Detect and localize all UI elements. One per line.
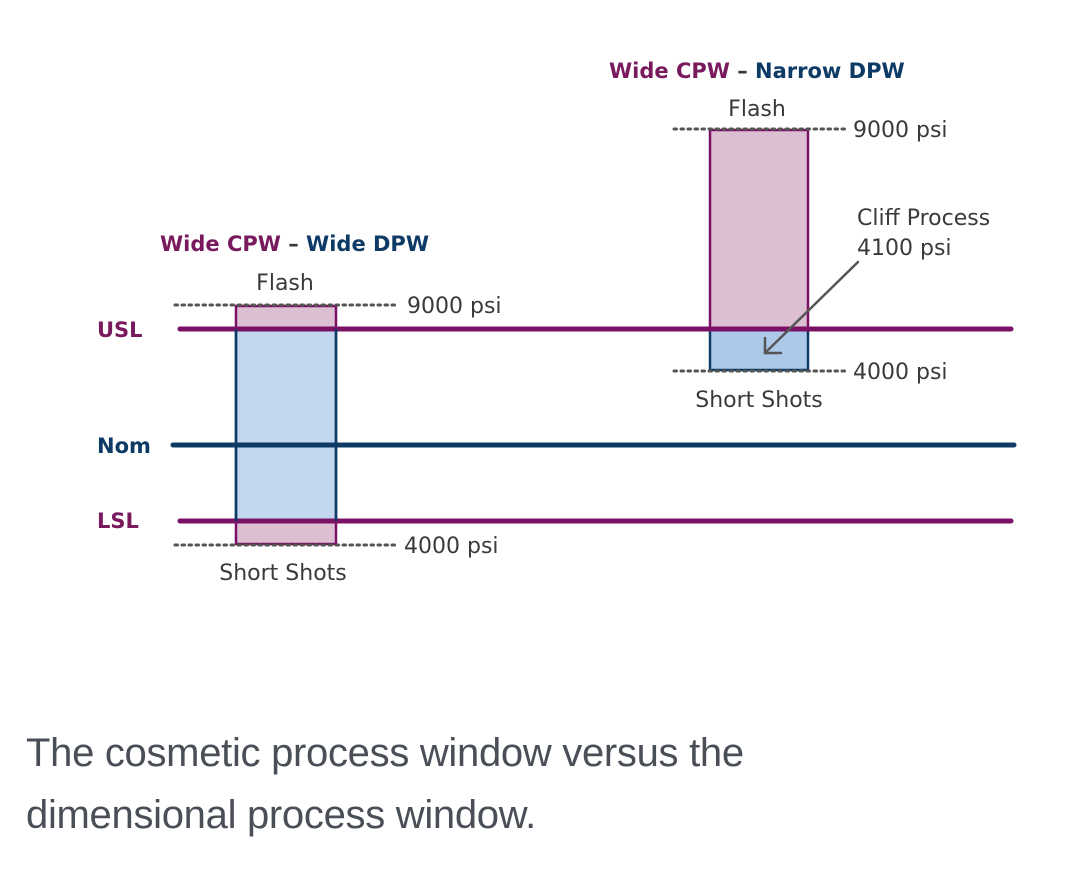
right-upper-psi-label: 9000 psi xyxy=(853,118,948,143)
right-panel-title: Wide CPW – Narrow DPW xyxy=(609,59,905,83)
left-short-shot-region xyxy=(234,519,338,546)
left-upper-psi-label: 9000 psi xyxy=(407,294,502,319)
left-flash-region xyxy=(234,304,338,331)
left-dpw-region xyxy=(234,327,338,523)
left-lower-psi-label: 4000 psi xyxy=(404,534,499,559)
right-dpw-region xyxy=(708,327,810,372)
lsl-label: LSL xyxy=(97,509,139,533)
cliff-process-label: Cliff Process xyxy=(857,206,990,231)
process-window-diagram: USL Nom LSL Wide CPW – Wide DPW Flash 90… xyxy=(97,59,1017,586)
right-flash-region xyxy=(708,128,810,331)
left-title-dpw: Wide DPW xyxy=(306,232,429,256)
usl-label: USL xyxy=(97,318,143,342)
nom-label: Nom xyxy=(97,434,151,458)
right-title-sep: – xyxy=(730,59,755,83)
right-title-cpw: Wide CPW xyxy=(609,59,730,83)
left-short-shots-label: Short Shots xyxy=(219,561,347,586)
cliff-arrow-icon xyxy=(763,260,860,355)
right-short-shots-label: Short Shots xyxy=(695,388,823,413)
figure-caption: The cosmetic process window versus the d… xyxy=(26,731,744,837)
cliff-process-psi-label: 4100 psi xyxy=(857,236,952,261)
left-title-sep: – xyxy=(281,232,306,256)
left-panel-title: Wide CPW – Wide DPW xyxy=(160,232,429,256)
right-lower-psi-label: 4000 psi xyxy=(853,360,948,385)
left-title-cpw: Wide CPW xyxy=(160,232,281,256)
right-title-dpw: Narrow DPW xyxy=(755,59,905,83)
left-flash-label: Flash xyxy=(256,271,314,296)
right-flash-label: Flash xyxy=(728,97,786,122)
